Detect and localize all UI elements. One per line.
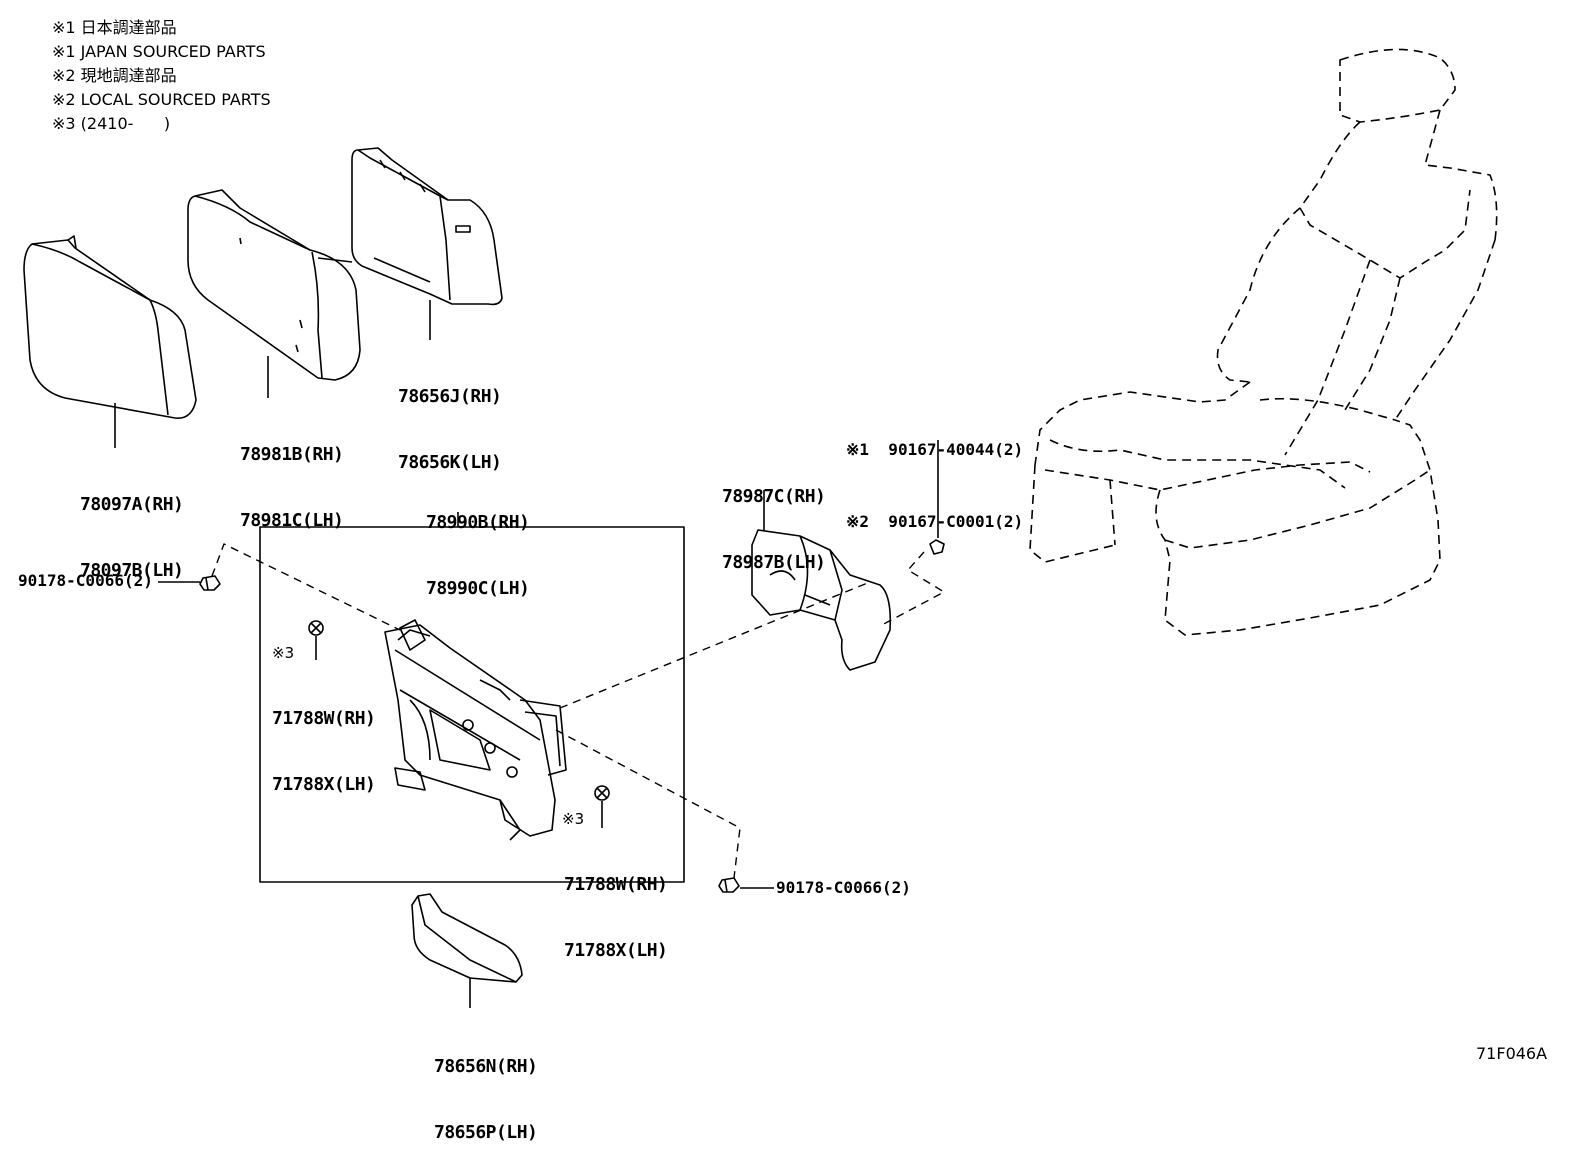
label-71788w-rh-lower: 71788W(RH) — [564, 874, 668, 895]
note-local-en: ※2 LOCAL SOURCED PARTS — [52, 90, 271, 109]
clip-71788-lower-drawing — [594, 785, 610, 828]
label-90167-40044: ※1 90167-40044(2) — [846, 440, 1024, 459]
dashed-guide-lines — [211, 543, 945, 879]
label-78990c-lh: 78990C(LH) — [426, 578, 530, 599]
assembly-frame-box — [259, 526, 685, 883]
cover-78981-drawing — [187, 189, 361, 381]
label-71788x-lh-upper: 71788X(LH) — [272, 774, 376, 795]
seat-outline-drawing — [1029, 48, 1498, 636]
label-90167-c0001: ※2 90167-C0001(2) — [846, 512, 1024, 531]
mark-note3-upper: ※3 — [272, 644, 295, 662]
label-90167[interactable]: ※1 90167-40044(2) ※2 90167-C0001(2) — [846, 390, 1023, 558]
label-78097-rh: 78097A(RH) — [80, 494, 184, 515]
label-78656n-rh: 78656N(RH) — [434, 1056, 538, 1077]
bracket-78987-drawing — [751, 529, 892, 671]
seat-track-mechanism-drawing — [384, 619, 567, 841]
board-78656jk-drawing — [351, 147, 503, 306]
note-date-range: ※3 (2410- ) — [52, 114, 171, 133]
note-local-jp: ※2 現地調達部品 — [52, 66, 177, 85]
label-71788-lower[interactable]: 71788W(RH) 71788X(LH) — [564, 830, 668, 984]
label-78990[interactable]: 78990B(RH) 78990C(LH) — [426, 468, 530, 622]
label-78987[interactable]: 78987C(RH) 78987B(LH) — [722, 442, 826, 596]
label-78097[interactable]: 78097A(RH) 78097B(LH) — [80, 450, 184, 604]
cover-78097-drawing — [23, 235, 197, 419]
label-78987b-lh: 78987B(LH) — [722, 552, 826, 573]
label-71788x-lh-lower: 71788X(LH) — [564, 940, 668, 961]
figure-code: 71F046A — [1476, 1044, 1548, 1063]
label-78981-lh: 78981C(LH) — [240, 510, 344, 531]
panel-78656np-drawing — [411, 893, 523, 983]
label-78656p-lh: 78656P(LH) — [434, 1122, 538, 1143]
clip-71788-upper-drawing — [308, 620, 324, 660]
label-78981-rh: 78981B(RH) — [240, 444, 344, 465]
label-78656jk[interactable]: 78656J(RH) 78656K(LH) — [398, 342, 502, 496]
label-78097-lh: 78097B(LH) — [80, 560, 184, 581]
label-78987c-rh: 78987C(RH) — [722, 486, 826, 507]
note-japan-en: ※1 JAPAN SOURCED PARTS — [52, 42, 266, 61]
label-78990b-rh: 78990B(RH) — [426, 512, 530, 533]
label-90178-right[interactable]: 90178-C0066(2) — [776, 878, 911, 897]
label-71788-upper[interactable]: 71788W(RH) 71788X(LH) — [272, 664, 376, 818]
label-78981[interactable]: 78981B(RH) 78981C(LH) — [240, 400, 344, 554]
screw-90167-drawing — [929, 440, 945, 555]
mark-note3-lower: ※3 — [562, 810, 585, 828]
nut-90178-right-drawing — [718, 877, 740, 893]
label-78656np[interactable]: 78656N(RH) 78656P(LH) — [434, 1012, 538, 1166]
note-japan-jp: ※1 日本調達部品 — [52, 18, 177, 37]
label-71788w-rh-upper: 71788W(RH) — [272, 708, 376, 729]
parts-diagram — [23, 48, 1498, 1008]
label-78656j-rh: 78656J(RH) — [398, 386, 502, 407]
label-90178-left[interactable]: 90178-C0066(2) — [18, 571, 153, 590]
label-78656k-lh: 78656K(LH) — [398, 452, 502, 473]
nut-90178-left-drawing — [199, 575, 221, 591]
